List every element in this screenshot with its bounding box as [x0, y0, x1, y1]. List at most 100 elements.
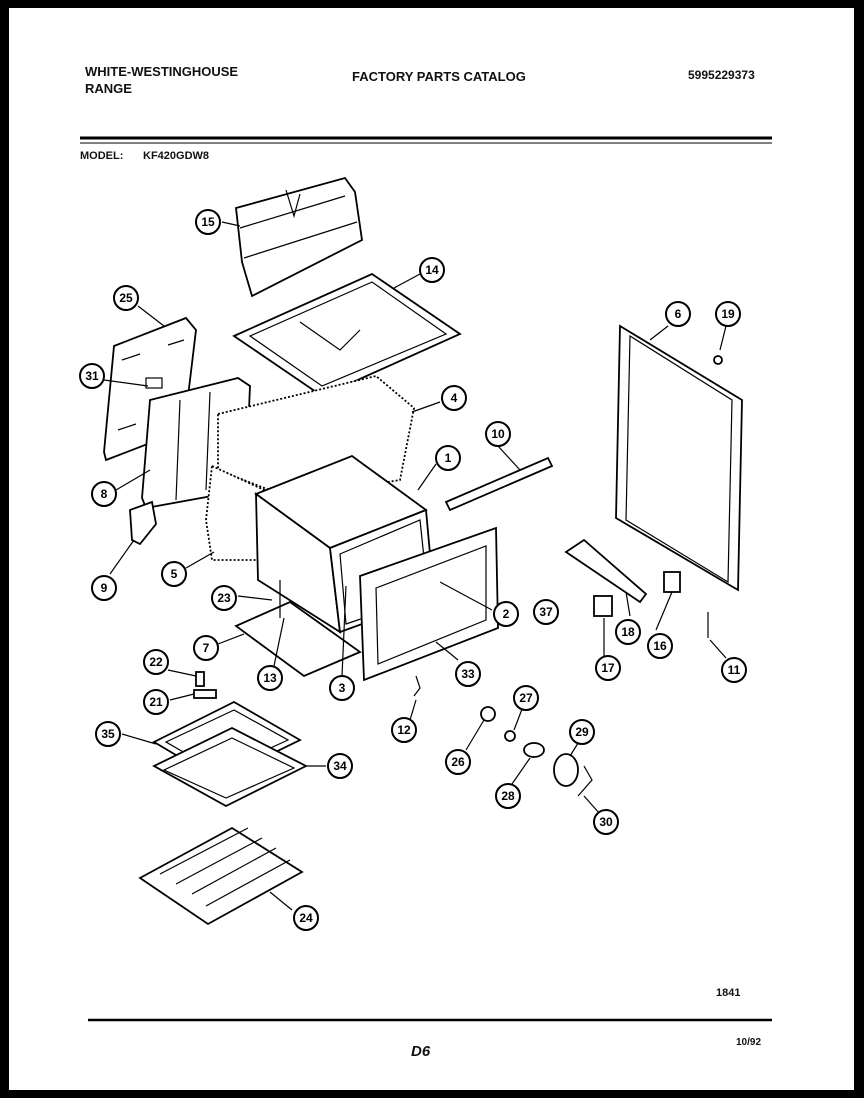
- svg-text:6: 6: [675, 307, 682, 321]
- svg-text:14: 14: [425, 263, 439, 277]
- part-18-bracket: [564, 538, 648, 604]
- svg-text:12: 12: [397, 723, 411, 737]
- callout-11: 11: [721, 657, 747, 683]
- part-22-clip: [195, 671, 205, 687]
- callout-37: 37: [533, 599, 559, 625]
- catalog-part-number: 5995229373: [688, 68, 755, 82]
- svg-text:1: 1: [445, 451, 452, 465]
- callout-4: 4: [441, 385, 467, 411]
- part-29-lens: [553, 753, 579, 787]
- catalog-title: FACTORY PARTS CATALOG: [352, 69, 526, 84]
- callout-14: 14: [419, 257, 445, 283]
- part-21-clip: [193, 689, 217, 699]
- callout-19: 19: [715, 301, 741, 327]
- product-type: RANGE: [85, 81, 132, 96]
- svg-text:26: 26: [451, 755, 465, 769]
- svg-text:34: 34: [333, 759, 347, 773]
- callout-27: 27: [513, 685, 539, 711]
- part-19-screw: [713, 355, 723, 365]
- part-28-bulb: [523, 742, 545, 758]
- callout-13: 13: [257, 665, 283, 691]
- part-24-oven-rack: [138, 826, 304, 926]
- svg-text:19: 19: [721, 307, 735, 321]
- svg-text:13: 13: [263, 671, 277, 685]
- callout-26: 26: [445, 749, 471, 775]
- svg-text:4: 4: [451, 391, 458, 405]
- svg-text:2: 2: [503, 607, 510, 621]
- callout-33: 33: [455, 661, 481, 687]
- callout-18: 18: [615, 619, 641, 645]
- callout-8: 8: [91, 481, 117, 507]
- callout-15: 15: [195, 209, 221, 235]
- svg-text:18: 18: [621, 625, 635, 639]
- svg-text:27: 27: [519, 691, 533, 705]
- callout-16: 16: [647, 633, 673, 659]
- svg-text:25: 25: [119, 291, 133, 305]
- svg-text:37: 37: [539, 605, 553, 619]
- part-14-top-frame: [232, 272, 462, 398]
- svg-text:7: 7: [203, 641, 210, 655]
- svg-text:30: 30: [599, 815, 613, 829]
- part-26-grommet: [480, 706, 496, 722]
- callout-28: 28: [495, 783, 521, 809]
- callout-24: 24: [293, 905, 319, 931]
- callout-6: 6: [665, 301, 691, 327]
- date-code: 10/92: [736, 1037, 762, 1048]
- svg-text:15: 15: [201, 215, 215, 229]
- leader-lines: [103, 221, 727, 911]
- part-15-back-guard: [235, 176, 363, 298]
- callout-10: 10: [485, 421, 511, 447]
- part-27-nut: [504, 730, 516, 742]
- svg-text:16: 16: [653, 639, 667, 653]
- svg-text:29: 29: [575, 725, 589, 739]
- header-rule: [80, 136, 772, 144]
- callout-23: 23: [211, 585, 237, 611]
- callout-9: 9: [91, 575, 117, 601]
- callout-29: 29: [569, 719, 595, 745]
- part-12-spring: [413, 675, 421, 697]
- callout-21: 21: [143, 689, 169, 715]
- svg-text:33: 33: [461, 667, 475, 681]
- svg-text:24: 24: [299, 911, 313, 925]
- reference-number: 1841: [716, 987, 741, 999]
- part-6-side-frame: [615, 324, 743, 592]
- svg-text:31: 31: [85, 369, 99, 383]
- svg-text:21: 21: [149, 695, 163, 709]
- callout-7: 7: [193, 635, 219, 661]
- model-label: MODEL:: [80, 150, 124, 162]
- brand-name: WHITE-WESTINGHOUSE: [85, 64, 239, 79]
- svg-text:9: 9: [101, 581, 108, 595]
- callout-2: 2: [493, 601, 519, 627]
- callout-31: 31: [79, 363, 105, 389]
- callout-25: 25: [113, 285, 139, 311]
- part-30-wire: [577, 765, 593, 797]
- part-33-front-frame: [359, 526, 499, 682]
- part-17-switch: [593, 595, 613, 617]
- svg-text:17: 17: [601, 661, 615, 675]
- callout-30: 30: [593, 809, 619, 835]
- callout-22: 22: [143, 649, 169, 675]
- callout-17: 17: [595, 655, 621, 681]
- model-number: KF420GDW8: [143, 150, 210, 162]
- part-16-clip: [663, 571, 681, 593]
- svg-text:3: 3: [339, 681, 346, 695]
- svg-text:28: 28: [501, 789, 515, 803]
- page-code: D6: [411, 1043, 431, 1060]
- svg-text:5: 5: [171, 567, 178, 581]
- callout-34: 34: [327, 753, 353, 779]
- svg-text:23: 23: [217, 591, 231, 605]
- svg-text:35: 35: [101, 727, 115, 741]
- part-9-bracket: [129, 500, 157, 546]
- callout-35: 35: [95, 721, 121, 747]
- svg-text:22: 22: [149, 655, 163, 669]
- callout-12: 12: [391, 717, 417, 743]
- svg-text:8: 8: [101, 487, 108, 501]
- callout-3: 3: [329, 675, 355, 701]
- part-10-trim-strip: [444, 456, 554, 512]
- callout-5: 5: [161, 561, 187, 587]
- part-7-bottom-panel: [234, 600, 362, 678]
- svg-text:10: 10: [491, 427, 505, 441]
- svg-text:11: 11: [728, 663, 741, 677]
- callout-1: 1: [435, 445, 461, 471]
